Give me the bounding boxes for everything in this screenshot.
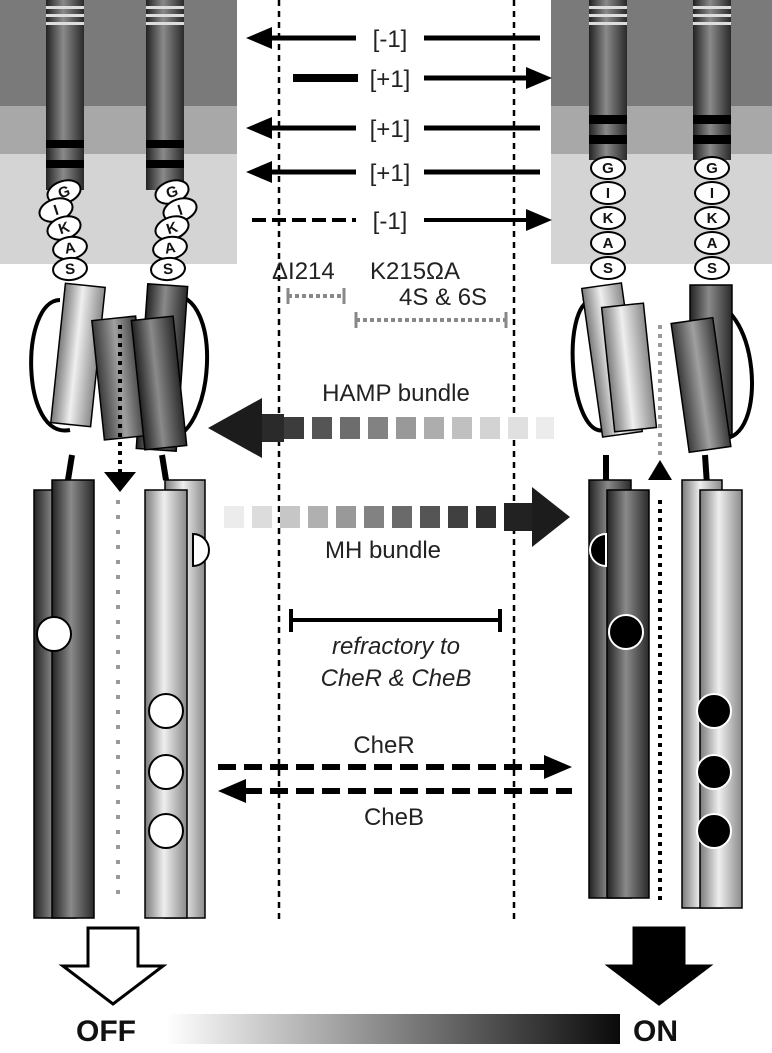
svg-text:G: G: [602, 160, 614, 177]
mh-bundle-label: MH bundle: [325, 537, 441, 564]
refractory-line2: CheR & CheB: [321, 665, 472, 692]
svg-text:G: G: [706, 160, 718, 177]
cheb-arrow: [218, 779, 572, 803]
hamp-domain-left: [29, 282, 209, 492]
svg-text:I: I: [606, 185, 610, 202]
state-off-label: OFF: [76, 1015, 136, 1048]
residue-left-b-3: A: [152, 235, 188, 261]
residue-right-a-2: K: [590, 206, 626, 230]
svg-text:A: A: [163, 239, 177, 258]
residue-left-b-4: S: [150, 256, 186, 282]
svg-text:I: I: [710, 185, 714, 202]
svg-text:K: K: [56, 219, 72, 239]
tm-helices-right: [589, 0, 731, 160]
residue-left-a-4: S: [52, 256, 88, 282]
svg-text:S: S: [162, 261, 173, 279]
hamp-bundle-arrow: [208, 398, 554, 458]
range-k215-sixs: [354, 312, 508, 328]
range-refractory: [289, 609, 502, 632]
membrane-left: [0, 0, 237, 264]
svg-text:A: A: [63, 239, 77, 258]
refractory-line1: refractory to: [332, 633, 460, 660]
residues-right-b: G I K A S: [694, 156, 730, 280]
svg-text:I: I: [52, 202, 61, 219]
residue-right-a-4: S: [590, 256, 626, 280]
residue-left-a-3: A: [52, 235, 88, 261]
svg-text:I: I: [176, 202, 185, 219]
on-arrow: [604, 926, 714, 1006]
svg-text:S: S: [707, 260, 717, 277]
svg-text:K: K: [164, 219, 180, 239]
residue-right-a-1: I: [590, 181, 626, 205]
mh-bundle-left: [33, 479, 210, 919]
svg-text:S: S: [64, 261, 75, 279]
mutant-k215-label: K215ΩA: [370, 258, 460, 285]
residues-right-a: G I K A S: [590, 156, 626, 280]
arrow-row-1: [+1]: [293, 66, 552, 93]
residues-left-b: G I K A S: [150, 179, 198, 282]
residue-left-b-2: K: [154, 215, 190, 241]
mh-bundle-arrow: [224, 487, 570, 547]
residue-right-a-3: A: [590, 231, 626, 255]
svg-text:K: K: [603, 210, 614, 227]
residue-right-a-0: G: [590, 156, 626, 180]
arrow-row-3: [+1]: [246, 160, 540, 187]
residue-right-b-0: G: [694, 156, 730, 180]
cher-arrow: [218, 755, 572, 779]
mh-bundle-right: [588, 460, 743, 909]
svg-text:A: A: [707, 235, 718, 252]
svg-text:A: A: [603, 235, 614, 252]
tm-helices-left: [46, 0, 184, 190]
residue-right-b-4: S: [694, 256, 730, 280]
residue-right-b-1: I: [694, 181, 730, 205]
svg-text:G: G: [164, 183, 180, 203]
activity-gradient-bar: [166, 1014, 620, 1044]
svg-text:K: K: [707, 210, 718, 227]
range-delta: [286, 288, 346, 304]
hamp-domain-right: [570, 282, 754, 486]
hamp-bundle-label: HAMP bundle: [322, 380, 470, 407]
arrow-label-2: [+1]: [370, 116, 411, 143]
residue-right-b-2: K: [694, 206, 730, 230]
cheb-label: CheB: [364, 804, 424, 831]
membrane-right: [551, 0, 772, 264]
state-on-label: ON: [633, 1015, 678, 1048]
arrow-label-4: [-1]: [373, 208, 408, 235]
arrow-label-1: [+1]: [370, 66, 411, 93]
arrow-label-3: [+1]: [370, 160, 411, 187]
arrow-row-0: [-1]: [246, 26, 540, 53]
arrow-label-0: [-1]: [373, 26, 408, 53]
residue-right-b-3: A: [694, 231, 730, 255]
mutant-delta-label: ΔI214: [272, 258, 335, 285]
off-arrow: [58, 926, 168, 1006]
svg-text:S: S: [603, 260, 613, 277]
arrow-row-2: [+1]: [246, 116, 540, 143]
cher-label: CheR: [353, 732, 414, 759]
arrow-row-4: [-1]: [252, 208, 552, 235]
mutant-sixs-label: 4S & 6S: [399, 284, 487, 311]
residues-left-a: G I K A S: [38, 179, 88, 282]
